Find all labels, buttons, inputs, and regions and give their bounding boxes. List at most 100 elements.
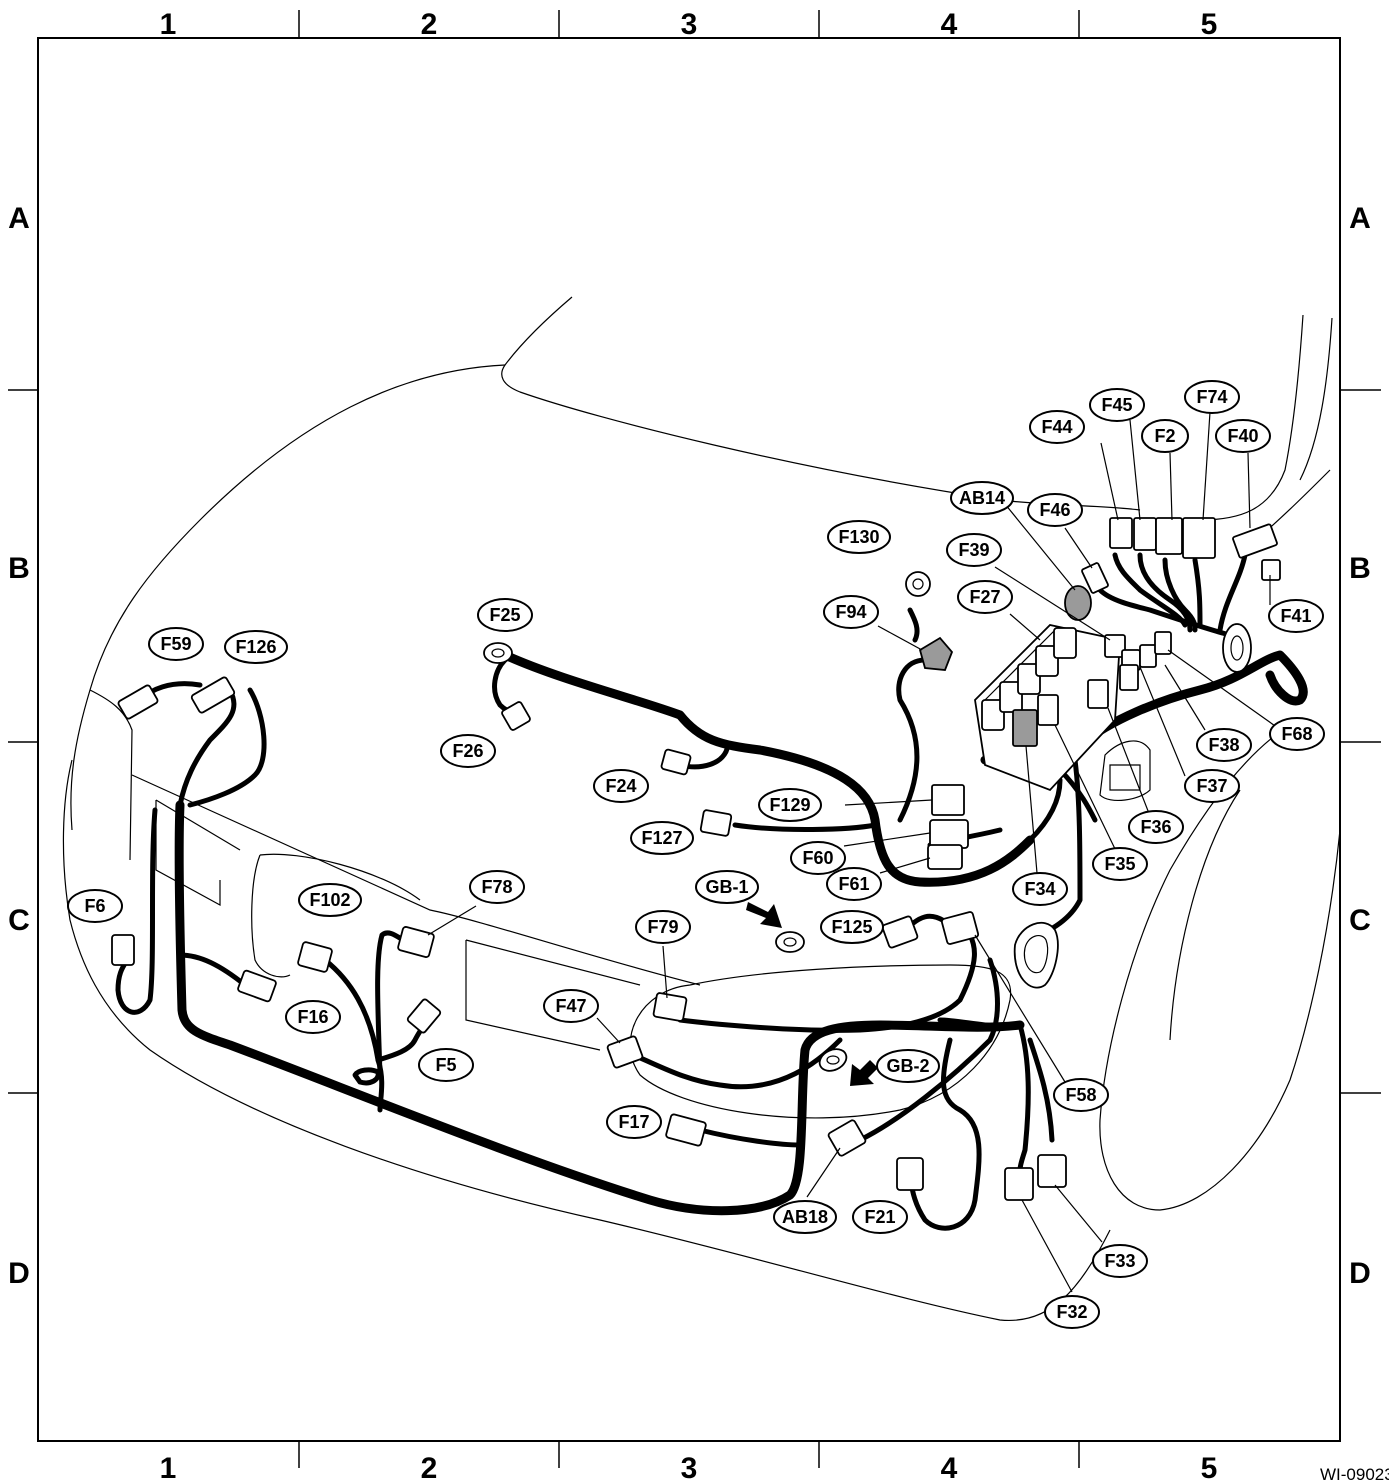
callout-F74: F74 — [1184, 380, 1240, 414]
svg-text:F32: F32 — [1056, 1302, 1087, 1322]
svg-text:F102: F102 — [309, 890, 350, 910]
gb2-arrow-icon — [850, 1060, 878, 1086]
svg-text:F59: F59 — [160, 634, 191, 654]
callout-F40: F40 — [1215, 419, 1271, 453]
callout-F37: F37 — [1184, 769, 1240, 803]
svg-text:AB14: AB14 — [959, 488, 1005, 508]
svg-text:F47: F47 — [555, 996, 586, 1016]
callout-F34: F34 — [1012, 872, 1068, 906]
callout-F6: F6 — [67, 889, 123, 923]
callout-GB-2: GB-2 — [876, 1049, 940, 1083]
callout-F47: F47 — [543, 989, 599, 1023]
callout-F26: F26 — [440, 734, 496, 768]
svg-text:F125: F125 — [831, 917, 872, 937]
grid-col-top-2: 2 — [421, 8, 438, 41]
svg-text:F2: F2 — [1154, 426, 1175, 446]
grid-col-top-1: 1 — [160, 8, 177, 41]
grid-row-right-a: A — [1349, 202, 1371, 235]
callout-F68: F68 — [1269, 717, 1325, 751]
svg-text:F21: F21 — [864, 1207, 895, 1227]
svg-text:F45: F45 — [1101, 395, 1132, 415]
callout-F32: F32 — [1044, 1295, 1100, 1329]
svg-text:F126: F126 — [235, 637, 276, 657]
svg-text:F26: F26 — [452, 741, 483, 761]
callout-F58: F58 — [1053, 1078, 1109, 1112]
grid-col-bottom-1: 1 — [160, 1452, 177, 1484]
gb1-arrow-icon — [746, 902, 782, 928]
svg-text:F78: F78 — [481, 877, 512, 897]
svg-text:F27: F27 — [969, 587, 1000, 607]
svg-text:AB18: AB18 — [782, 1207, 828, 1227]
grid-col-top-3: 3 — [681, 8, 698, 41]
svg-text:F41: F41 — [1280, 606, 1311, 626]
grid-row-left-d: D — [8, 1257, 30, 1290]
car-body-outline — [62, 296, 1341, 1322]
svg-text:F68: F68 — [1281, 724, 1312, 744]
callout-F33: F33 — [1092, 1244, 1148, 1278]
svg-text:F37: F37 — [1196, 776, 1227, 796]
svg-text:F24: F24 — [605, 776, 636, 796]
grid-row-left-b: B — [8, 552, 30, 585]
svg-text:F130: F130 — [838, 527, 879, 547]
grid-col-bottom-4: 4 — [941, 1452, 958, 1484]
callout-F129: F129 — [758, 788, 822, 822]
svg-text:F129: F129 — [769, 795, 810, 815]
callout-F79: F79 — [635, 910, 691, 944]
callout-F39: F39 — [946, 533, 1002, 567]
callout-F61: F61 — [826, 867, 882, 901]
callout-F45: F45 — [1089, 388, 1145, 422]
callout-F60: F60 — [790, 841, 846, 875]
callout-F25: F25 — [477, 598, 533, 632]
callout-GB-1: GB-1 — [695, 870, 759, 904]
svg-text:F36: F36 — [1140, 817, 1171, 837]
svg-text:F25: F25 — [489, 605, 520, 625]
drawing-code: WI-09023 — [1320, 1465, 1389, 1484]
grid-col-bottom-3: 3 — [681, 1452, 698, 1484]
diagram-frame — [37, 37, 1341, 1442]
svg-text:GB-2: GB-2 — [886, 1056, 929, 1076]
callout-F125: F125 — [820, 910, 884, 944]
svg-text:F17: F17 — [618, 1112, 649, 1132]
callout-F27: F27 — [957, 580, 1013, 614]
grid-row-right-b: B — [1349, 552, 1371, 585]
svg-text:F58: F58 — [1065, 1085, 1096, 1105]
callout-F16: F16 — [285, 1000, 341, 1034]
callout-F35: F35 — [1092, 847, 1148, 881]
svg-text:F79: F79 — [647, 917, 678, 937]
svg-text:F39: F39 — [958, 540, 989, 560]
callout-F2: F2 — [1141, 419, 1189, 453]
callout-F78: F78 — [469, 870, 525, 904]
grid-ticks — [8, 10, 1381, 1468]
svg-text:F127: F127 — [641, 828, 682, 848]
grid-row-right-d: D — [1349, 1257, 1371, 1290]
svg-text:F46: F46 — [1039, 500, 1070, 520]
svg-text:F60: F60 — [802, 848, 833, 868]
callout-F127: F127 — [630, 821, 694, 855]
callout-F126: F126 — [224, 630, 288, 664]
callout-F41: F41 — [1268, 599, 1324, 633]
svg-text:F40: F40 — [1227, 426, 1258, 446]
svg-text:F34: F34 — [1024, 879, 1055, 899]
callout-AB14: AB14 — [950, 481, 1014, 515]
connectors — [111, 517, 1281, 1201]
callout-F21: F21 — [852, 1200, 908, 1234]
svg-text:F6: F6 — [84, 896, 105, 916]
callout-F59: F59 — [148, 627, 204, 661]
svg-text:F16: F16 — [297, 1007, 328, 1027]
svg-text:F33: F33 — [1104, 1251, 1135, 1271]
svg-text:F94: F94 — [835, 602, 866, 622]
grid-col-top-5: 5 — [1201, 8, 1218, 41]
grid-col-bottom-5: 5 — [1201, 1452, 1218, 1484]
callout-F24: F24 — [593, 769, 649, 803]
svg-text:F38: F38 — [1208, 735, 1239, 755]
svg-text:F5: F5 — [435, 1055, 456, 1075]
svg-text:F61: F61 — [838, 874, 869, 894]
callout-F36: F36 — [1128, 810, 1184, 844]
grid-col-top-4: 4 — [941, 8, 958, 41]
grommet — [1013, 921, 1059, 989]
grommet-upper — [1222, 623, 1252, 673]
callout-F102: F102 — [298, 883, 362, 917]
leader-lines — [427, 411, 1279, 1293]
svg-text:F35: F35 — [1104, 854, 1135, 874]
